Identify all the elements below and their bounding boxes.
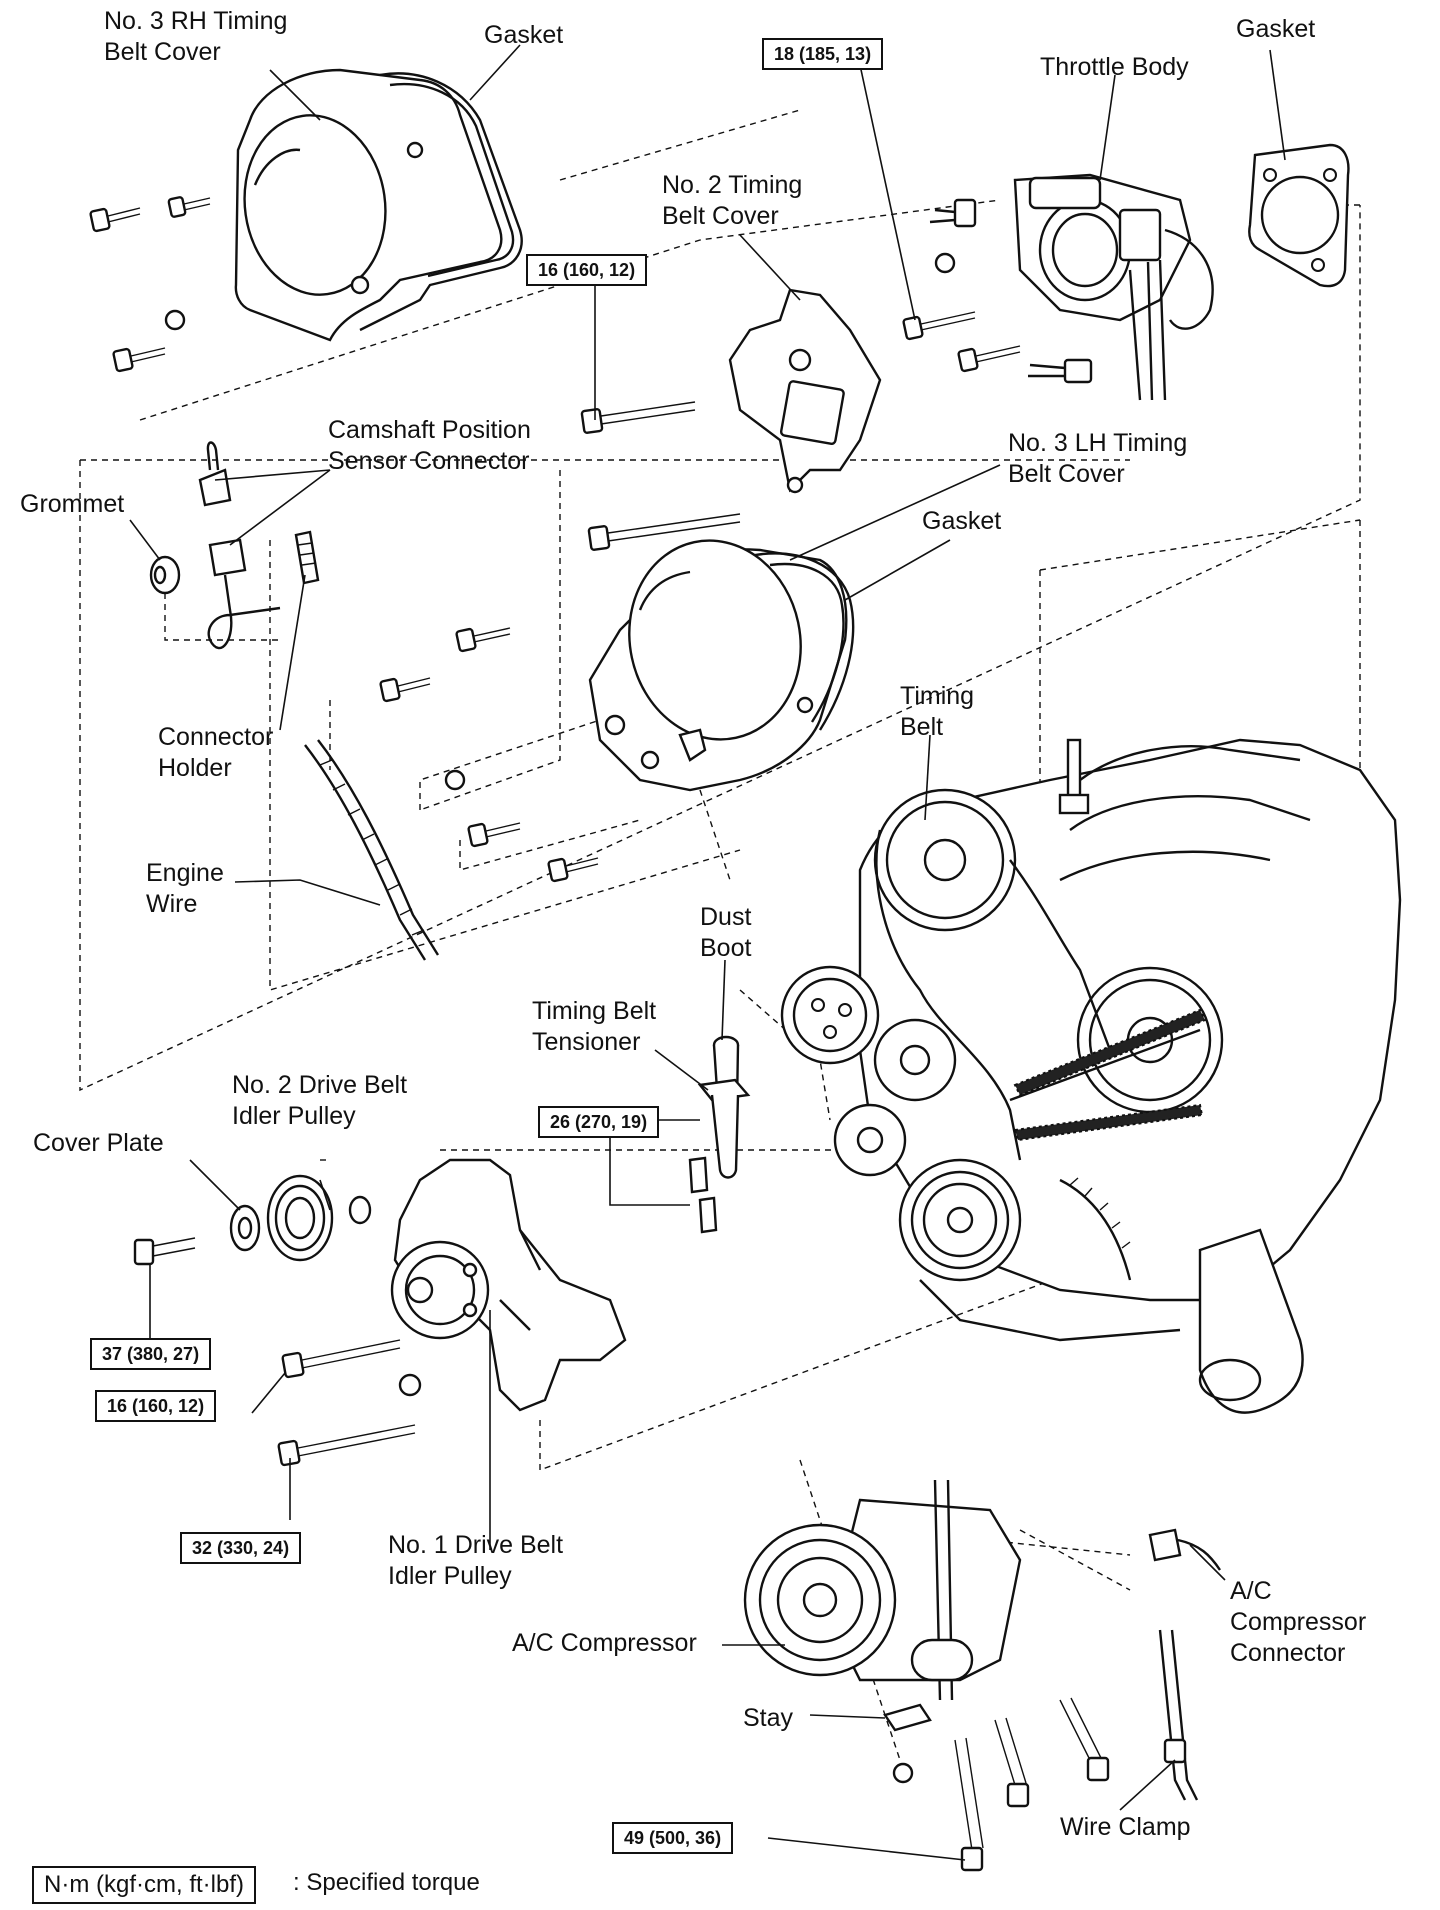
no2-cover-bolts	[580, 401, 741, 551]
label-camshaft-sensor-connector: Camshaft Position Sensor Connector	[328, 416, 531, 475]
torque-no2-cover: 16 (160, 12)	[526, 254, 648, 286]
label-no2-drive-belt-idler: No. 2 Drive Belt Idler Pulley	[232, 1071, 408, 1130]
label-gasket-mid: Gasket	[922, 507, 1002, 535]
no1-idler-bracket	[390, 1158, 627, 1412]
torque-throttle-body: 18 (185, 13)	[762, 38, 884, 70]
label-lh-timing-belt-cover: No. 3 LH Timing Belt Cover	[1008, 429, 1188, 488]
no2-timing-belt-cover	[728, 288, 882, 494]
label-connector-holder: Connector Holder	[158, 723, 274, 782]
torque-cover-plate: 37 (380, 27)	[90, 1338, 212, 1370]
torque-tensioner: 26 (270, 19)	[538, 1106, 660, 1138]
label-gasket-top-left: Gasket	[484, 21, 564, 49]
no2-idler-assembly	[133, 1174, 372, 1266]
label-gasket-top-right: Gasket	[1236, 15, 1316, 43]
throttle-body-bolts	[902, 252, 1021, 373]
bracket-bolts	[277, 1339, 422, 1467]
label-cover-plate: Cover Plate	[33, 1129, 164, 1157]
label-throttle-body: Throttle Body	[1040, 53, 1189, 81]
legend-text: : Specified torque	[293, 1869, 480, 1896]
label-stay: Stay	[743, 1704, 794, 1732]
throttle-body	[929, 143, 1350, 401]
engine-block	[780, 738, 1402, 1414]
label-no2-timing-belt-cover: No. 2 Timing Belt Cover	[662, 171, 803, 230]
timing-belt-tensioner	[688, 1035, 751, 1234]
engine-wire	[304, 739, 440, 961]
cam-sensor-assembly	[149, 441, 320, 649]
legend-torque-unit: N·m (kgf·cm, ft·lbf)	[32, 1866, 256, 1904]
label-ac-compressor: A/C Compressor	[512, 1629, 697, 1657]
torque-bracket-a: 16 (160, 12)	[95, 1390, 217, 1422]
label-timing-belt: Timing Belt	[900, 682, 975, 741]
label-timing-belt-tensioner: Timing Belt Tensioner	[532, 997, 657, 1056]
label-engine-wire: Engine Wire	[146, 859, 224, 918]
label-dust-boot: Dust Boot	[700, 903, 752, 962]
label-no1-drive-belt-idler: No. 1 Drive Belt Idler Pulley	[388, 1531, 564, 1590]
lh-timing-belt-cover	[588, 539, 855, 792]
label-wire-clamp: Wire Clamp	[1060, 1813, 1191, 1841]
ac-compressor	[743, 1479, 1221, 1872]
label-grommet: Grommet	[20, 490, 125, 518]
rh-timing-belt-cover	[234, 68, 523, 342]
lh-cover-bolts	[379, 627, 599, 883]
torque-compressor: 49 (500, 36)	[612, 1822, 734, 1854]
label-rh-timing-belt-cover: No. 3 RH Timing Belt Cover	[104, 7, 288, 66]
label-ac-compressor-connector: A/C Compressor Connector	[1230, 1577, 1367, 1667]
torque-bracket-b: 32 (330, 24)	[180, 1532, 302, 1564]
rh-cover-bolts	[89, 196, 211, 373]
